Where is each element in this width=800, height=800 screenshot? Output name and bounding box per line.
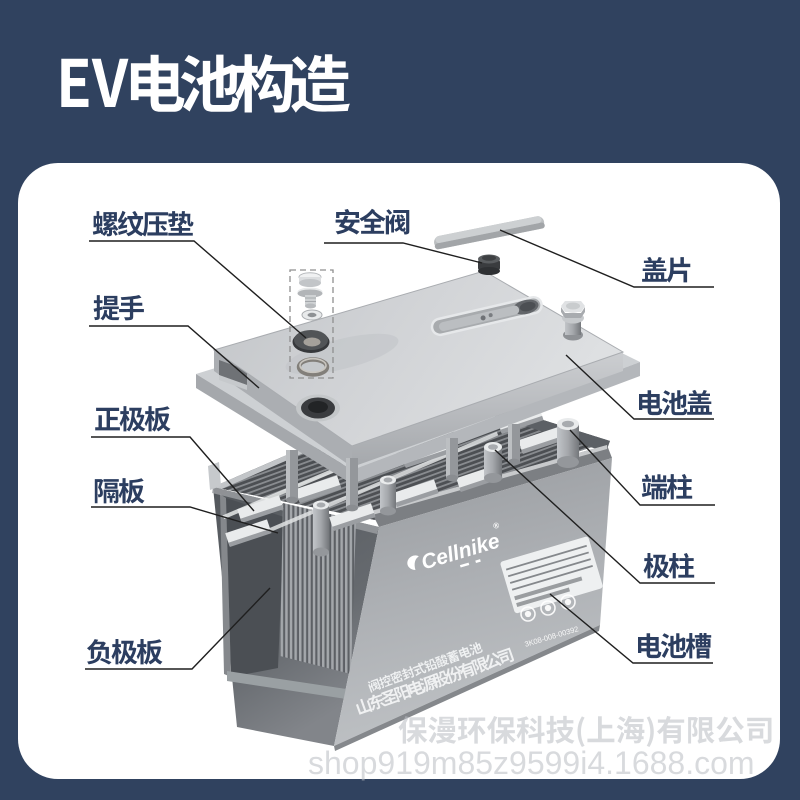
svg-text:®: ® <box>492 521 500 531</box>
svg-text:shop919m85z9599i4.1688.com: shop919m85z9599i4.1688.com <box>308 745 755 781</box>
